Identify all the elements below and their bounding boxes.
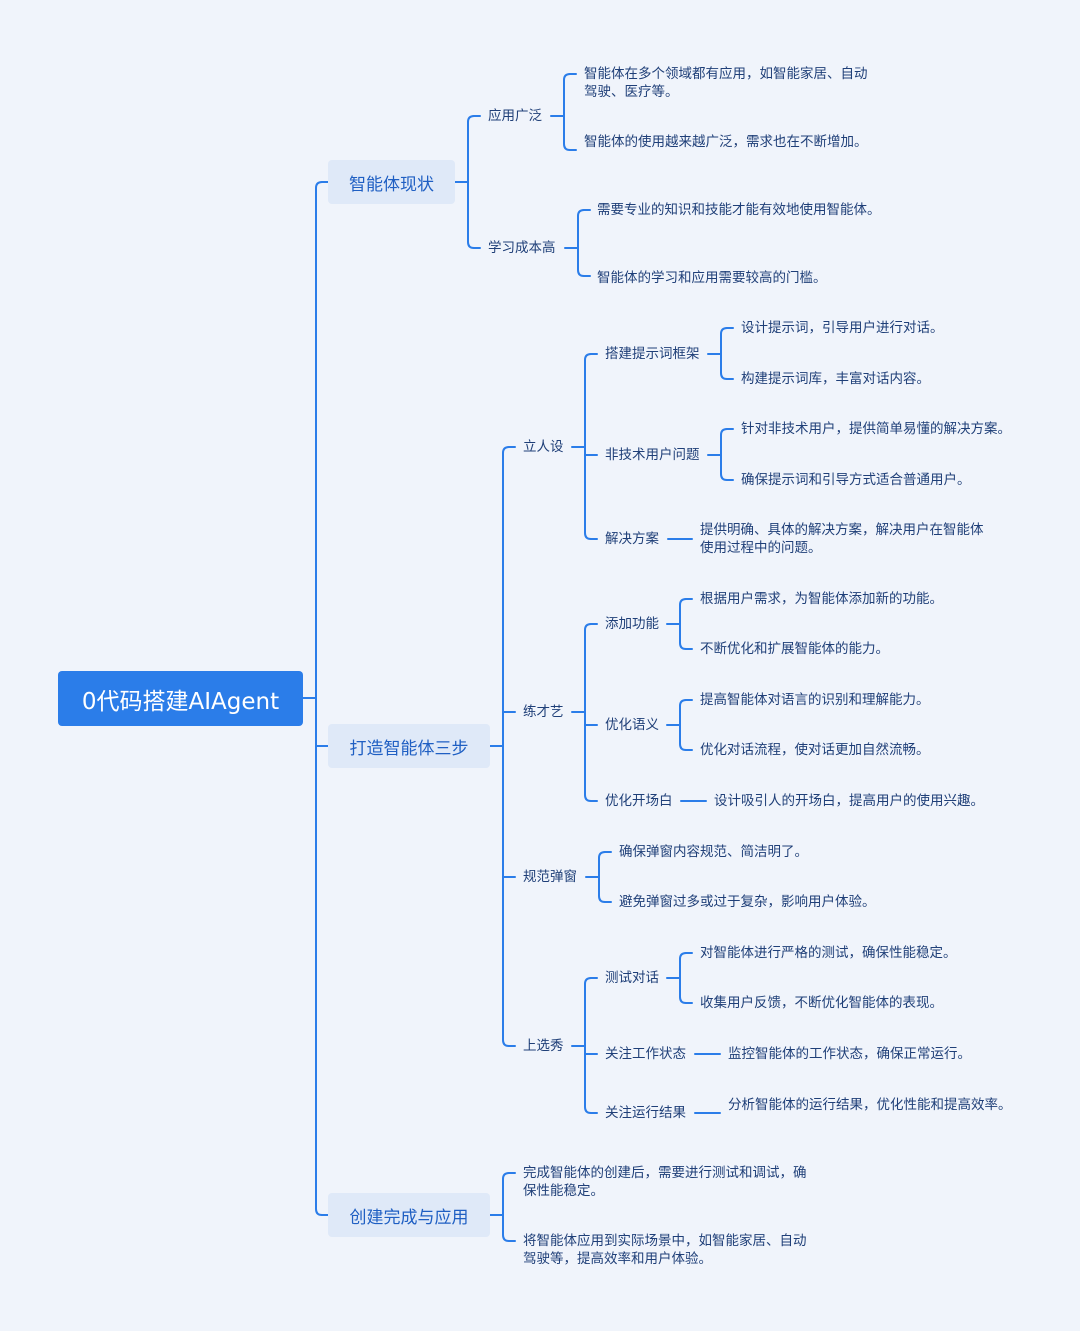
add-features-bracket-bar	[679, 598, 687, 650]
subtopic-showcase[interactable]: 上选秀	[523, 1038, 564, 1054]
leaf-popup-rules-1: 确保弹窗内容规范、简洁明了。	[619, 844, 808, 860]
item-solution[interactable]: 解决方案	[605, 531, 659, 547]
leaf-widely-used-2: 智能体的使用越来越广泛，需求也在不断增加。	[584, 134, 868, 150]
subtopic-widely-used[interactable]: 应用广泛	[488, 108, 542, 124]
subtopic-skills[interactable]: 练才艺	[523, 704, 564, 720]
leaf-work-status-1: 监控智能体的工作状态，确保正常运行。	[728, 1046, 971, 1062]
item-work-status[interactable]: 关注工作状态	[605, 1046, 686, 1062]
leaf-learning-cost-1: 需要专业的知识和技能才能有效地使用智能体。	[597, 202, 881, 218]
leaf-learning-cost-2: 智能体的学习和应用需要较高的门槛。	[597, 270, 827, 286]
prompt-framework-bracket-bar	[720, 327, 728, 380]
leaf-optimize-opening-1: 设计吸引人的开场白，提高用户的使用兴趣。	[714, 793, 984, 809]
leaf-test-dialog-1: 对智能体进行严格的测试，确保性能稳定。	[700, 945, 957, 961]
topic-three-steps[interactable]: 打造智能体三步	[328, 724, 490, 768]
steps-bracket-bar	[502, 446, 510, 1047]
test-dialog-bracket-bar	[679, 952, 687, 1004]
non-tech-bracket-bar	[720, 428, 728, 481]
subtopic-high-learning-cost[interactable]: 学习成本高	[488, 240, 556, 256]
item-optimize-semantics[interactable]: 优化语义	[605, 717, 659, 733]
leaf-creation-2: 将智能体应用到实际场景中，如智能家居、自动驾驶等，提高效率和用户体验。	[523, 1233, 807, 1267]
root-bracket-bar	[315, 181, 323, 1216]
leaf-creation-1: 完成智能体的创建后，需要进行测试和调试，确保性能稳定。	[523, 1165, 807, 1199]
subtopic-popup-rules[interactable]: 规范弹窗	[523, 869, 577, 885]
item-test-dialog[interactable]: 测试对话	[605, 970, 659, 986]
persona-bracket-bar	[584, 353, 592, 540]
leaf-test-dialog-2: 收集用户反馈，不断优化智能体的表现。	[700, 995, 943, 1011]
skills-bracket-bar	[584, 623, 592, 802]
leaf-optimize-semantics-2: 优化对话流程，使对话更加自然流畅。	[700, 742, 930, 758]
item-run-results[interactable]: 关注运行结果	[605, 1105, 686, 1121]
leaf-solution-1: 提供明确、具体的解决方案，解决用户在智能体使用过程中的问题。	[700, 522, 984, 556]
item-add-features[interactable]: 添加功能	[605, 616, 659, 632]
item-non-tech-users[interactable]: 非技术用户问题	[605, 447, 700, 463]
status-bracket-bar	[467, 115, 475, 249]
popup-bracket-bar	[598, 851, 606, 903]
root-node[interactable]: 0代码搭建AIAgent	[58, 671, 303, 726]
widely-used-bracket-bar	[563, 73, 571, 151]
leaf-widely-used-1: 智能体在多个领域都有应用，如智能家居、自动驾驶、医疗等。	[584, 66, 868, 100]
leaf-popup-rules-2: 避免弹窗过多或过于复杂，影响用户体验。	[619, 894, 876, 910]
subtopic-persona[interactable]: 立人设	[523, 439, 564, 455]
topic-creation-and-application[interactable]: 创建完成与应用	[328, 1193, 490, 1237]
item-prompt-framework[interactable]: 搭建提示词框架	[605, 346, 700, 362]
leaf-prompt-framework-2: 构建提示词库，丰富对话内容。	[741, 371, 930, 387]
leaf-prompt-framework-1: 设计提示词，引导用户进行对话。	[741, 320, 944, 336]
learning-cost-bracket-bar	[577, 209, 585, 277]
leaf-run-results-1: 分析智能体的运行结果，优化性能和提高效率。	[728, 1097, 1012, 1113]
semantics-bracket-bar	[679, 699, 687, 751]
creation-bracket-bar	[502, 1172, 510, 1242]
leaf-add-features-2: 不断优化和扩展智能体的能力。	[700, 641, 889, 657]
leaf-non-tech-users-2: 确保提示词和引导方式适合普通用户。	[741, 472, 971, 488]
leaf-add-features-1: 根据用户需求，为智能体添加新的功能。	[700, 591, 943, 607]
leaf-non-tech-users-1: 针对非技术用户，提供简单易懂的解决方案。	[741, 421, 1011, 437]
item-optimize-opening[interactable]: 优化开场白	[605, 793, 673, 809]
topic-current-status[interactable]: 智能体现状	[328, 160, 455, 204]
leaf-optimize-semantics-1: 提高智能体对语言的识别和理解能力。	[700, 692, 930, 708]
showcase-bracket-bar	[584, 977, 592, 1114]
